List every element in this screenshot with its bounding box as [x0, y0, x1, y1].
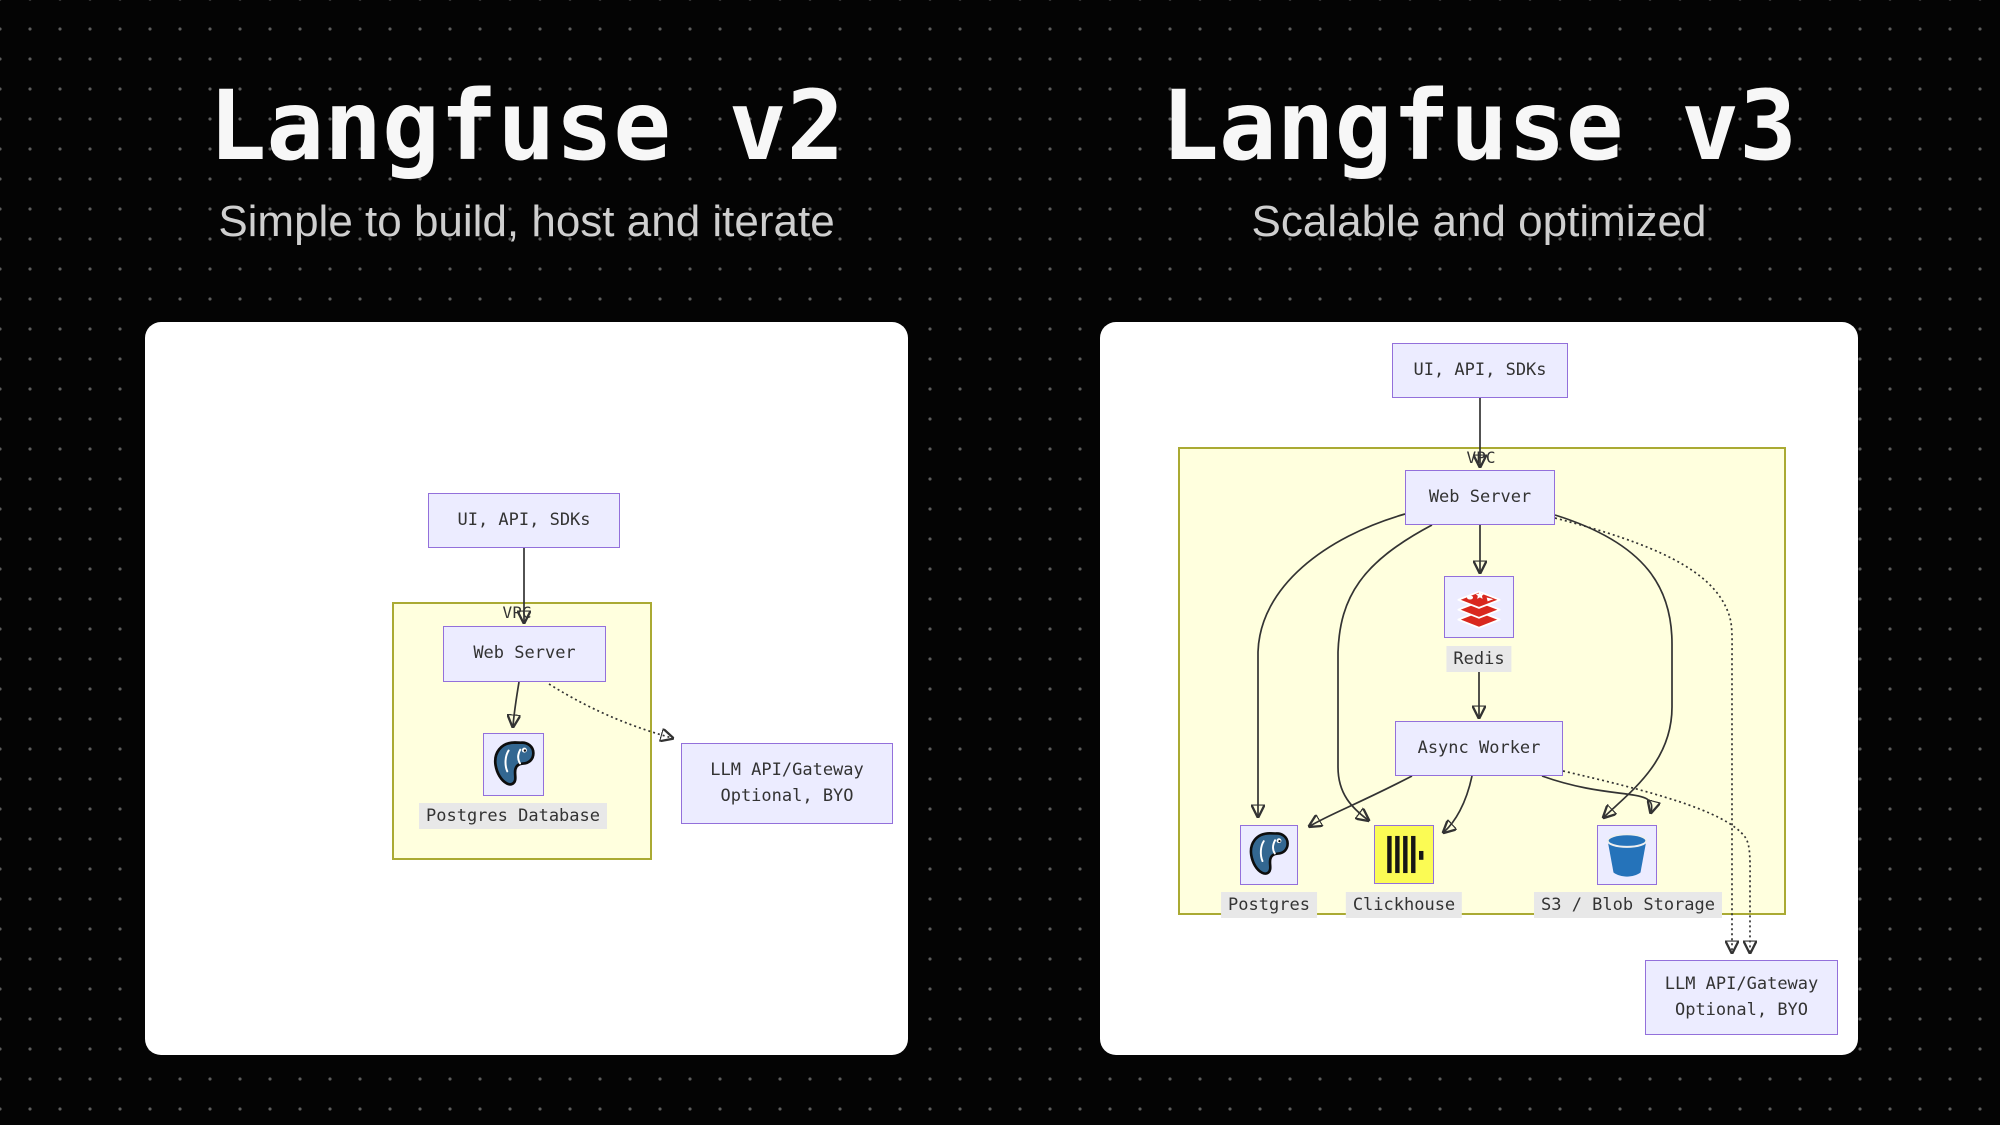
right-node-ui: UI, API, SDKs — [1392, 343, 1568, 398]
s3-bucket-icon — [1606, 833, 1648, 877]
right-node-ui-label: UI, API, SDKs — [1413, 359, 1547, 380]
right-node-web-server-label: Web Server — [1428, 486, 1532, 507]
left-diagram-panel: VPC UI, API, SDKs Web Server Postgres Da… — [145, 322, 908, 1055]
clickhouse-icon — [1387, 835, 1424, 874]
right-clickhouse-label: Clickhouse — [1345, 892, 1463, 918]
left-node-ui-label: UI, API, SDKs — [457, 509, 591, 530]
right-node-web-server: Web Server — [1405, 470, 1555, 525]
left-postgres-tile — [483, 733, 544, 796]
right-redis-tile — [1444, 576, 1514, 638]
right-llm-line2: Optional, BYO — [1674, 999, 1809, 1020]
right-diagram-panel: VPC UI, API, SDKs Web Server — [1100, 322, 1858, 1055]
left-postgres-label: Postgres Database — [419, 803, 607, 829]
right-redis-label: Redis — [1446, 646, 1512, 672]
right-clickhouse-tile — [1374, 825, 1434, 884]
left-node-ui: UI, API, SDKs — [428, 493, 620, 548]
right-node-async-worker-label: Async Worker — [1417, 737, 1541, 758]
left-node-web-server-label: Web Server — [473, 643, 576, 664]
left-vpc-label: VPC — [502, 603, 532, 622]
redis-icon — [1457, 590, 1501, 629]
right-subtitle: Scalable and optimized — [1251, 197, 1707, 246]
right-title: Langfuse v3 — [1161, 70, 1797, 182]
left-title: Langfuse v2 — [208, 70, 845, 182]
right-postgres-tile — [1240, 825, 1298, 885]
left-llm-line2: Optional, BYO — [720, 785, 854, 806]
right-node-async-worker: Async Worker — [1395, 721, 1563, 776]
left-llm-line1: LLM API/Gateway — [710, 760, 864, 780]
right-postgres-label: Postgres — [1221, 892, 1317, 918]
right-vpc-label: VPC — [1466, 448, 1496, 467]
postgres-icon — [1249, 832, 1289, 875]
right-node-llm-gateway: LLM API/Gateway Optional, BYO — [1645, 960, 1838, 1035]
right-s3-label: S3 / Blob Storage — [1534, 892, 1722, 918]
postgres-icon — [493, 740, 535, 786]
right-s3-tile — [1597, 825, 1657, 885]
right-llm-line1: LLM API/Gateway — [1664, 974, 1819, 994]
left-subtitle: Simple to build, host and iterate — [218, 197, 835, 246]
left-node-web-server: Web Server — [443, 626, 606, 682]
left-node-llm-gateway: LLM API/Gateway Optional, BYO — [681, 743, 893, 824]
